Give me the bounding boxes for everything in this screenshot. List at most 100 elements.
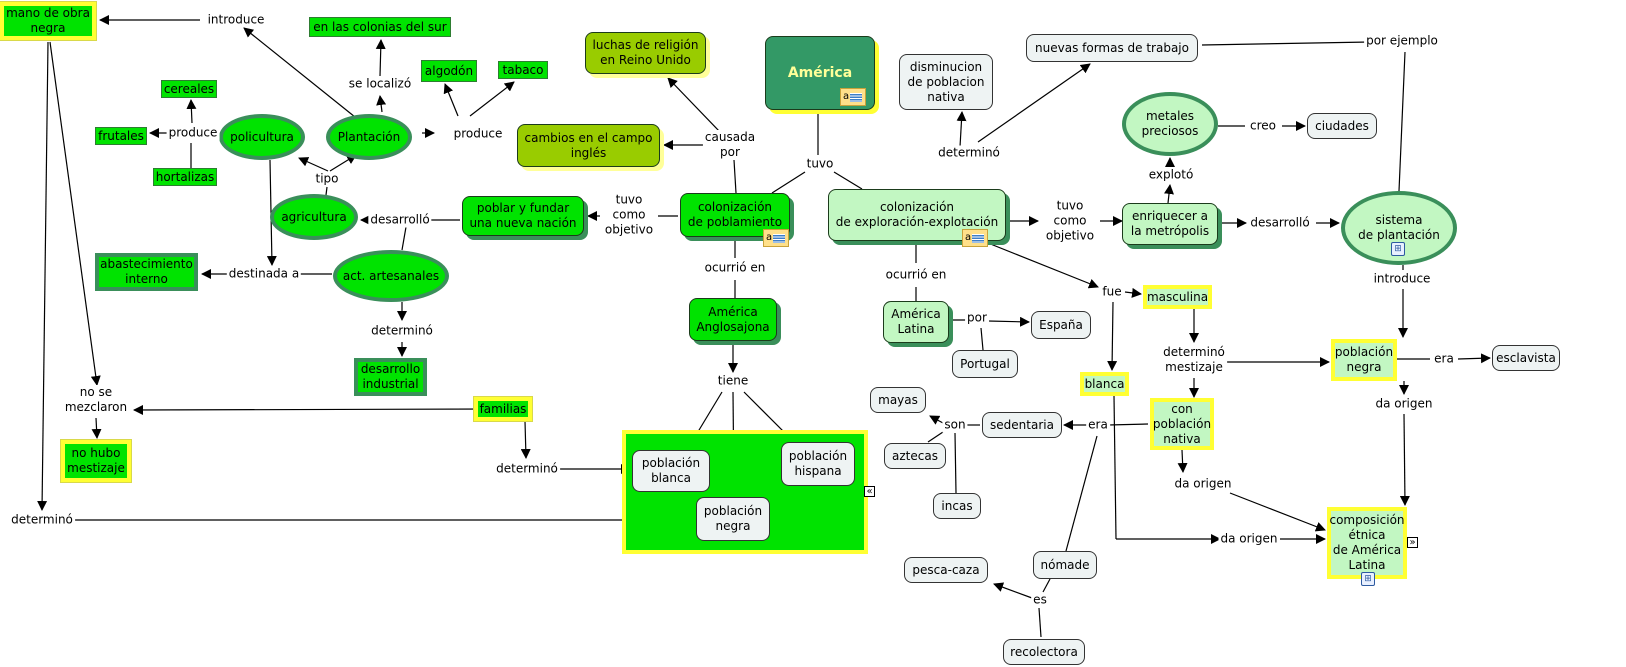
node-espana[interactable]: España <box>1031 311 1091 339</box>
node-disminucion-poblacion-nativa[interactable]: disminucion de poblacion nativa <box>899 54 993 110</box>
note-icon[interactable]: a <box>763 229 789 247</box>
link-label-ocurrio-en: ocurrió en <box>702 260 768 276</box>
submap-icon[interactable]: ⊞ <box>1361 572 1375 586</box>
node-policultura[interactable]: policultura <box>219 114 305 160</box>
connector-line <box>1107 423 1149 426</box>
connector-line <box>1042 578 1051 593</box>
node-plantacion[interactable]: Plantación <box>326 114 412 160</box>
node-poblacion-blanca[interactable]: población blanca <box>632 450 710 492</box>
node-incas[interactable]: incas <box>933 493 981 519</box>
note-icon[interactable]: a <box>962 229 988 247</box>
connector-line <box>186 99 197 124</box>
connector-line <box>1065 435 1098 552</box>
node-hortalizas[interactable]: hortalizas <box>153 168 217 186</box>
link-label-no-se-mezclaron: no se mezclaron <box>62 385 130 415</box>
node-sedentaria[interactable]: sedentaria <box>982 412 1062 438</box>
node-nuevas-formas-trabajo[interactable]: nuevas formas de trabajo <box>1026 34 1198 62</box>
connector-line <box>1177 449 1188 473</box>
node-agricultura[interactable]: agricultura <box>270 194 358 240</box>
node-colonizacion-poblamiento[interactable]: colonización de poblamiento <box>680 193 790 237</box>
node-con-poblacion-nativa[interactable]: con población nativa <box>1150 398 1214 450</box>
node-aztecas[interactable]: aztecas <box>884 443 946 469</box>
node-familias[interactable]: familias <box>473 396 533 422</box>
link-label-causada-por: causada por <box>702 130 758 160</box>
connector-line <box>1201 41 1371 46</box>
node-america-latina[interactable]: América Latina <box>883 301 949 343</box>
node-mano-de-obra-negra[interactable]: mano de obra negra <box>0 1 97 41</box>
node-ciudades[interactable]: ciudades <box>1307 113 1377 139</box>
link-label-exploto: explotó <box>1146 167 1196 183</box>
link-label-desarrollo: desarrolló <box>368 212 432 228</box>
node-poblacion-negra-latina[interactable]: población negra <box>1331 339 1397 381</box>
node-cereales[interactable]: cereales <box>161 80 217 98</box>
node-esclavista[interactable]: esclavista <box>1492 345 1560 371</box>
node-masculina[interactable]: masculina <box>1143 285 1212 309</box>
node-frutales[interactable]: frutales <box>95 127 147 145</box>
node-blanca[interactable]: blanca <box>1080 372 1129 396</box>
link-label-tuvo-como-objetivo: tuvo como objetivo <box>602 192 656 238</box>
link-label-determino: determinó <box>936 145 1002 161</box>
node-enriquecer-metropolis[interactable]: enriquecer a la metrópolis <box>1122 203 1218 245</box>
link-label-fue: fue <box>1100 284 1124 300</box>
node-tabaco[interactable]: tabaco <box>498 61 548 79</box>
link-label-tuvo-como-objetivo: tuvo como objetivo <box>1043 198 1097 244</box>
connector-line <box>993 582 1033 599</box>
node-luchas-religion[interactable]: luchas de religión en Reino Unido <box>585 32 706 74</box>
connector-line <box>1399 413 1410 506</box>
node-poblacion-negra-anglosajona[interactable]: población negra <box>696 497 770 541</box>
node-cambios-campo[interactable]: cambios en el campo inglés <box>517 124 660 167</box>
nav-next-icon[interactable]: » <box>1407 537 1418 548</box>
connector-line <box>771 171 806 194</box>
node-poblar-fundar[interactable]: poblar y fundar una nueva nación <box>462 196 584 236</box>
connector-line <box>977 63 1091 143</box>
connector-line <box>927 431 944 443</box>
node-portugal[interactable]: Portugal <box>952 350 1018 378</box>
link-label-introduce: introduce <box>205 12 267 28</box>
node-pesca-caza[interactable]: pesca-caza <box>904 557 988 583</box>
connector-line <box>375 39 386 77</box>
connector-line <box>49 41 101 386</box>
link-label-tuvo: tuvo <box>804 156 836 172</box>
connector-line <box>91 417 102 439</box>
connector-line <box>1113 395 1117 540</box>
connector-line <box>667 77 721 133</box>
link-label-tiene: tiene <box>715 373 751 389</box>
link-label-produce: produce <box>166 125 220 141</box>
link-label-por-ejemplo: por ejemplo <box>1364 33 1440 49</box>
node-composicion-etnica[interactable]: composición étnica de América Latina <box>1327 507 1407 579</box>
node-nomade[interactable]: nómade <box>1033 551 1097 579</box>
node-abastecimiento-interno[interactable]: abastecimiento interno <box>95 253 198 291</box>
connector-line <box>1398 51 1406 192</box>
nav-prev-icon[interactable]: « <box>864 486 875 497</box>
connector-line <box>954 432 957 494</box>
link-label-es: es <box>1031 592 1049 608</box>
connector-line <box>376 95 387 113</box>
node-algodon[interactable]: algodón <box>421 60 477 82</box>
node-metales-preciosos[interactable]: metales preciosos <box>1122 92 1218 156</box>
note-icon[interactable]: a <box>840 88 866 106</box>
node-no-hubo-mestizaje[interactable]: no hubo mestizaje <box>60 439 132 483</box>
connector-line <box>325 186 328 196</box>
link-label-por: por <box>965 310 989 326</box>
link-label-era: era <box>1086 417 1110 433</box>
node-america-anglosajona[interactable]: América Anglosajona <box>689 298 777 341</box>
node-poblacion-hispana[interactable]: población hispana <box>781 442 855 486</box>
connector-line <box>1164 184 1174 204</box>
node-colonias-del-sur[interactable]: en las colonias del sur <box>309 17 451 37</box>
link-label-son: son <box>942 417 968 433</box>
node-sistema-plantacion[interactable]: sistema de plantación <box>1341 191 1457 265</box>
connector-line <box>401 226 407 251</box>
node-act-artesanales[interactable]: act. artesanales <box>333 250 449 302</box>
link-label-destinada-a: destinada a <box>226 266 302 282</box>
connector-line <box>980 327 984 351</box>
node-desarrollo-industrial[interactable]: desarrollo industrial <box>354 358 427 396</box>
connector-line <box>929 415 944 425</box>
node-recolectora[interactable]: recolectora <box>1003 639 1085 665</box>
connector-line <box>1229 492 1326 532</box>
submap-icon[interactable]: ⊞ <box>1391 242 1405 256</box>
node-mayas[interactable]: mayas <box>870 387 926 413</box>
link-label-ocurrio-en: ocurrió en <box>883 267 949 283</box>
connector-line <box>469 81 515 117</box>
link-label-determino: determinó <box>369 323 435 339</box>
